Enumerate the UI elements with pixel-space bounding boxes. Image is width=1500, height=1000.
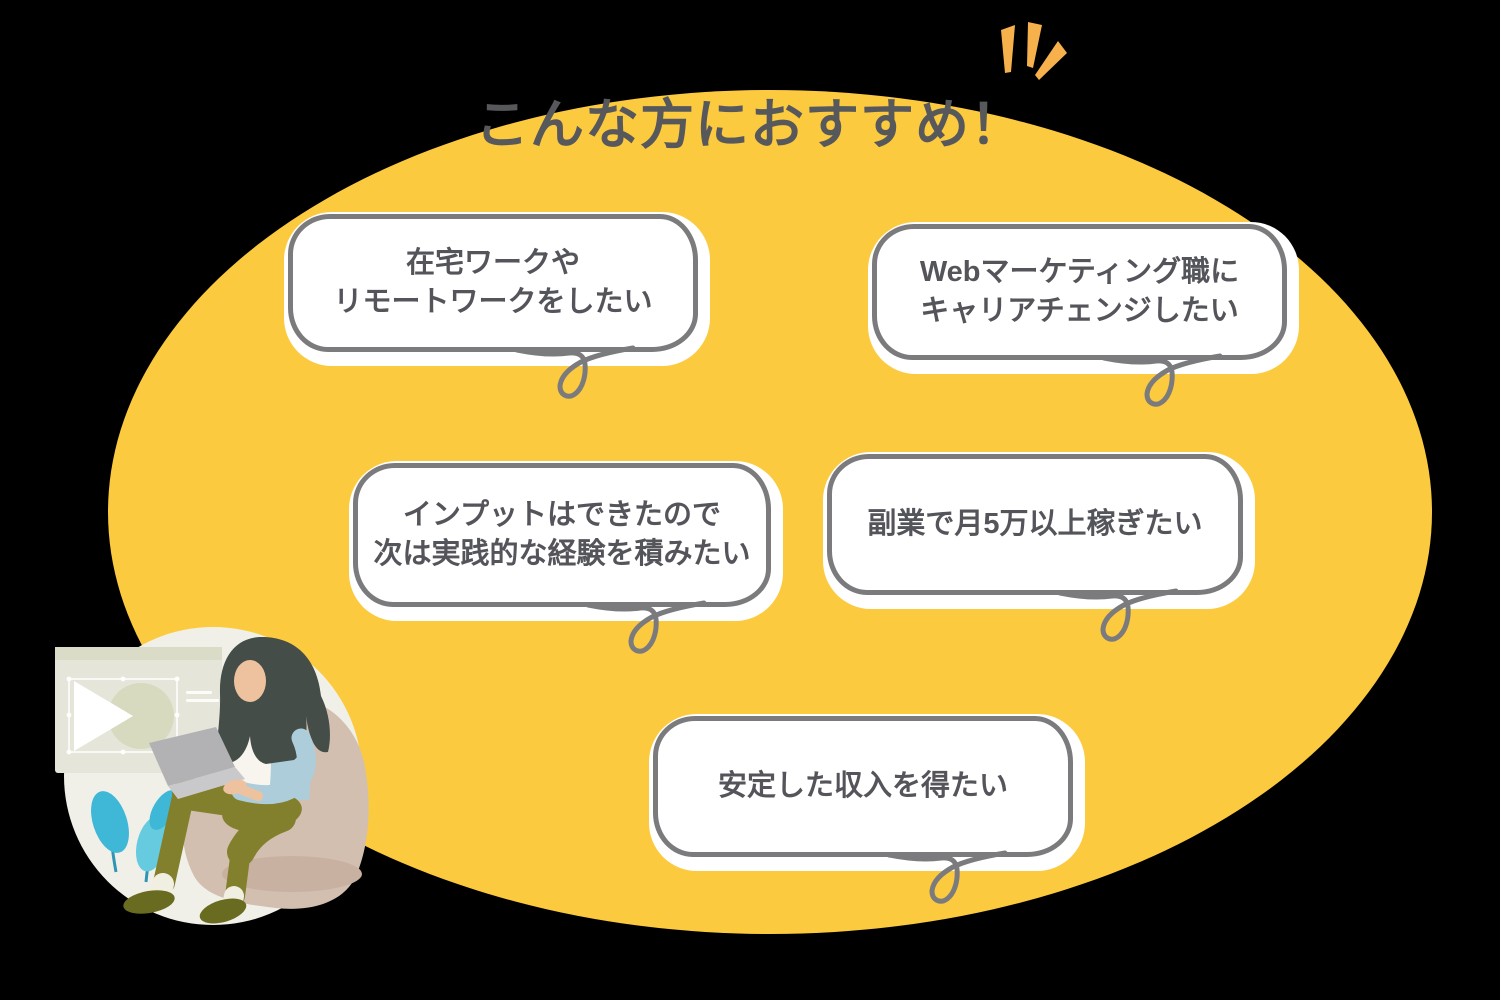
leaf-icon bbox=[149, 790, 179, 830]
woman-pants-shin bbox=[153, 786, 194, 894]
woman-shoe bbox=[199, 898, 247, 924]
emphasis-rays-icon bbox=[1001, 22, 1067, 80]
bubble-text-line: リモートワークをしたい bbox=[333, 286, 653, 318]
bubble-border bbox=[872, 224, 1287, 360]
bubble-fill bbox=[649, 714, 1085, 871]
bubble-tail-loop bbox=[1057, 583, 1179, 642]
bubble-text-line: 副業で月5万以上稼ぎたい bbox=[867, 508, 1203, 541]
bubble-fill bbox=[284, 212, 710, 366]
bubble-border bbox=[288, 214, 698, 352]
bubble-fill bbox=[823, 452, 1255, 609]
bubble-border bbox=[353, 463, 771, 607]
bubble-tail-loop bbox=[585, 595, 707, 654]
leaf-icon bbox=[91, 791, 129, 853]
selection-handles bbox=[66, 676, 180, 755]
speech-bubble-practical-experience: インプットはできたので 次は実践的な経験を積みたい bbox=[349, 461, 783, 654]
bubble-text-line: 次は実践的な経験を積みたい bbox=[373, 538, 751, 570]
woman-shoe bbox=[123, 890, 175, 914]
woman-hand bbox=[223, 779, 247, 795]
bubble-text-line: キャリアチェンジしたい bbox=[920, 295, 1239, 327]
woman-pants-shin bbox=[225, 840, 251, 906]
bubble-text-line: インプットはできたので bbox=[402, 499, 722, 532]
speech-bubble-stable-income: 安定した収入を得たい bbox=[649, 714, 1085, 904]
bubble-border bbox=[827, 454, 1243, 595]
speech-bubble-career-change: Webマーケティング職に キャリアチェンジしたい bbox=[868, 222, 1299, 407]
selection-frame bbox=[68, 678, 178, 753]
woman-sock bbox=[150, 873, 174, 901]
bubble-tail-loop bbox=[1101, 348, 1223, 407]
page-title: こんな方におすすめ！ bbox=[475, 95, 1025, 155]
bubble-text-line: 安定した収入を得たい bbox=[717, 770, 1008, 803]
bubble-text-line: 在宅ワークや bbox=[405, 247, 580, 280]
bubble-text-line: Webマーケティング職に bbox=[919, 256, 1240, 289]
bubble-border bbox=[653, 716, 1073, 857]
woman-pants-thigh bbox=[227, 804, 296, 866]
woman-forearm bbox=[235, 784, 263, 801]
woman-pants-thigh bbox=[172, 778, 286, 822]
speech-bubble-remote-work: 在宅ワークや リモートワークをしたい bbox=[284, 212, 710, 399]
play-icon bbox=[74, 681, 133, 751]
laptop-keyboard bbox=[168, 767, 245, 799]
woman-sock bbox=[223, 886, 244, 911]
bubble-tail-loop bbox=[514, 340, 636, 399]
plant-leaves bbox=[91, 790, 179, 883]
bubble-fill bbox=[868, 222, 1299, 374]
leaf-icon bbox=[135, 816, 169, 872]
speech-bubble-side-income: 副業で月5万以上稼ぎたい bbox=[823, 452, 1255, 642]
bubble-tail-loop bbox=[886, 845, 1008, 904]
bubble-fill bbox=[349, 461, 783, 621]
